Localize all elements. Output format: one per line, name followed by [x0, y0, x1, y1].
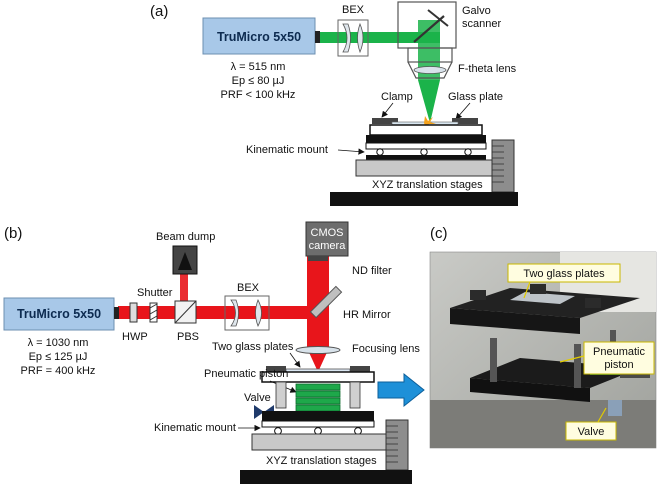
- bex-label-b: BEX: [237, 282, 260, 294]
- laser-aperture-b: [114, 307, 119, 319]
- clamp-right: [452, 118, 478, 124]
- laser-energy-b: Ep ≤ 125 µJ: [29, 351, 88, 363]
- ftheta-label: F-theta lens: [458, 63, 517, 75]
- hr-mirror-label: HR Mirror: [343, 309, 391, 321]
- laser-source-a: [202, 17, 316, 55]
- xyz-label-a: XYZ translation stages: [372, 179, 483, 191]
- cmos-label-line2: camera: [309, 240, 347, 252]
- panel-b-label: (b): [4, 225, 22, 242]
- cmos-camera: [305, 221, 349, 257]
- laser-wavelength-b: λ = 1030 nm: [28, 337, 89, 349]
- svg-text:piston: piston: [604, 359, 633, 371]
- callout-two-glass-plates: Two glass plates: [507, 263, 621, 299]
- hr-mirror: [309, 285, 343, 319]
- nd-filter-label: ND filter: [352, 265, 392, 277]
- laser-prf-a: PRF < 100 kHz: [221, 89, 296, 101]
- laser-name-b: TruMicro 5x50: [17, 307, 101, 321]
- panel-a: (a) TruMicro 5x50 λ = 515 nm Ep ≤ 80 µJ …: [150, 1, 518, 206]
- panel-a-label: (a): [150, 3, 168, 20]
- focusing-lens-label: Focusing lens: [352, 343, 420, 355]
- panel-b: (b) TruMicro 5x50 λ = 1030 nm Ep ≤ 125 µ…: [3, 221, 425, 484]
- clamp-left: [372, 118, 398, 124]
- focusing-lens: [295, 346, 341, 354]
- arrow-to-photo: [377, 372, 425, 408]
- svg-text:Pneumatic: Pneumatic: [593, 346, 645, 358]
- bex-label-a: BEX: [342, 4, 365, 16]
- beam-dump-label: Beam dump: [156, 231, 215, 243]
- xyz-stage-a: [330, 139, 518, 206]
- valve-label-b: Valve: [244, 392, 271, 404]
- laser-prf-b: PRF = 400 kHz: [21, 365, 96, 377]
- panel-c: (c) Two glass plates: [429, 225, 657, 449]
- xyz-label-b: XYZ translation stages: [266, 455, 377, 467]
- callout-pneumatic-piston: Pneumatic piston: [559, 341, 655, 375]
- kinematic-label-a: Kinematic mount: [246, 144, 328, 156]
- kinematic-label-b: Kinematic mount: [154, 422, 236, 434]
- bex-b: [224, 295, 270, 331]
- valve-b: [254, 405, 264, 419]
- panel-c-label: (c): [430, 225, 448, 242]
- red-beam-focus: [307, 348, 329, 372]
- laser-energy-a: Ep ≤ 80 µJ: [232, 75, 285, 87]
- sample-holder-b: [262, 411, 374, 421]
- glass-plate-label: Glass plate: [448, 91, 503, 103]
- shutter-label: Shutter: [137, 287, 173, 299]
- nd-filter: [308, 256, 328, 261]
- red-beam-horizontal: [118, 306, 328, 319]
- laser-aperture-a: [315, 31, 320, 43]
- xyz-stage-b: [240, 419, 412, 484]
- beam-to-dump: [180, 264, 188, 308]
- galvo-label-line2: scanner: [462, 18, 501, 30]
- red-beam-vertical-down: [307, 320, 329, 348]
- f-theta-lens: [407, 61, 453, 79]
- kinematic-mount-a: [365, 142, 487, 160]
- cmos-label-line1: CMOS: [311, 227, 344, 239]
- svg-text:Valve: Valve: [578, 426, 605, 438]
- sample-holder-a: [366, 135, 486, 143]
- bex-a: [337, 19, 369, 57]
- laser-name-a: TruMicro 5x50: [217, 30, 301, 44]
- pbs-label: PBS: [177, 331, 199, 343]
- two-glass-plates-label-b: Two glass plates: [212, 341, 294, 353]
- hwp-label: HWP: [122, 331, 148, 343]
- pneumatic-piston-label-b: Pneumatic piston: [204, 368, 288, 380]
- clamp-label: Clamp: [381, 91, 413, 103]
- green-beam-horizontal: [320, 32, 440, 43]
- galvo-scanner: [397, 1, 457, 79]
- pneumatic-piston-b: [275, 381, 361, 412]
- laser-wavelength-a: λ = 515 nm: [231, 61, 286, 73]
- kinematic-mount-b: [261, 420, 375, 435]
- hwp: [129, 302, 138, 323]
- callout-valve: Valve: [565, 407, 617, 441]
- galvo-label-line1: Galvo: [462, 5, 491, 17]
- green-beam-focus: [418, 80, 440, 123]
- svg-text:Two glass plates: Two glass plates: [523, 268, 605, 280]
